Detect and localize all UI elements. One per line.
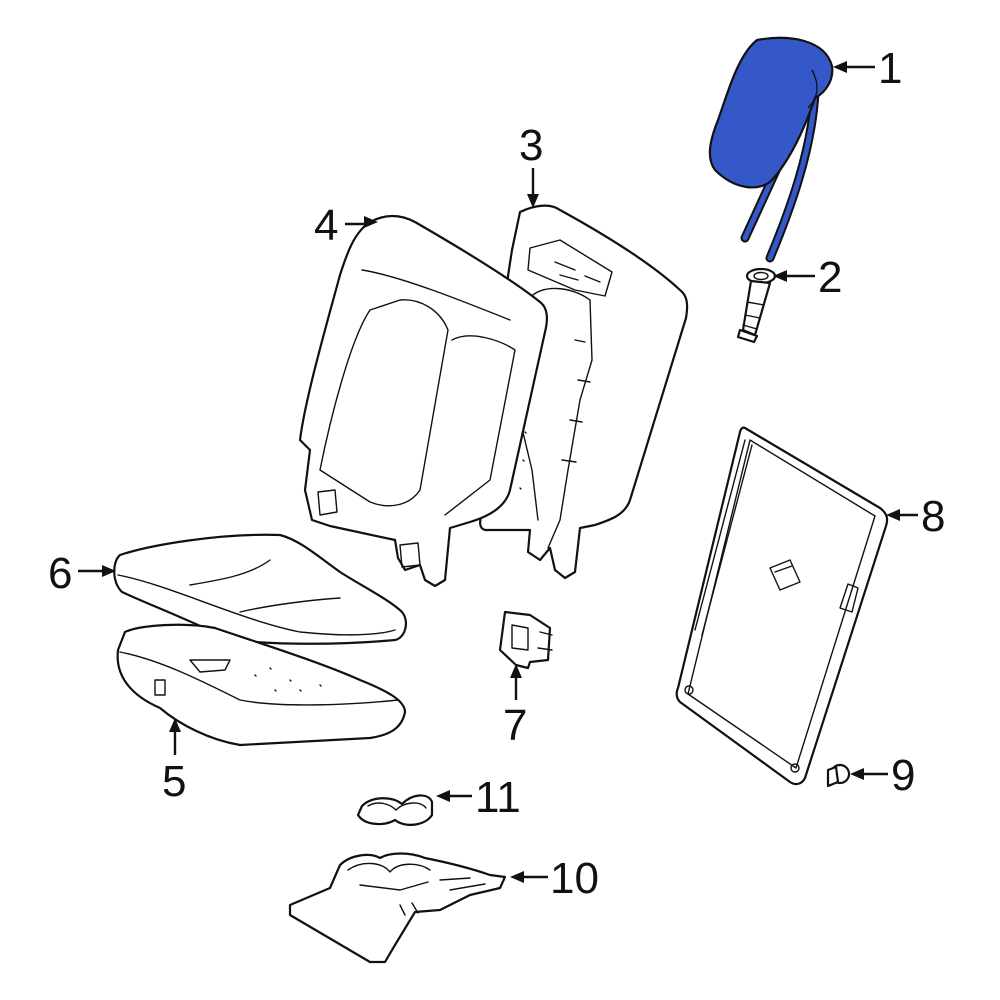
panel-outline xyxy=(675,426,889,786)
clip-stem xyxy=(826,765,840,788)
cover-panel-right xyxy=(444,335,516,516)
callout-8: 8 xyxy=(886,492,945,541)
tray-cups xyxy=(347,862,431,891)
cover-outline xyxy=(298,214,548,588)
callout-label-3: 3 xyxy=(519,121,543,170)
cushion-pad-top-edge xyxy=(119,651,399,706)
part-4-seatback-cover[interactable] xyxy=(298,214,548,588)
headrest-seam xyxy=(807,69,818,109)
callout-2: 2 xyxy=(773,253,842,302)
cushion-cover-seam xyxy=(117,574,396,636)
part-11-cupholder-insert[interactable] xyxy=(356,794,434,826)
part-2-headrest-guide[interactable] xyxy=(736,267,777,344)
cushion-cover-outline xyxy=(113,533,408,645)
cover-seam-top xyxy=(361,269,511,321)
panel-clip-side xyxy=(839,583,859,613)
callout-label-6: 6 xyxy=(48,549,72,598)
cover-slot-left xyxy=(317,489,338,516)
frame-top-bracket xyxy=(527,239,613,297)
callout-11: 11 xyxy=(436,773,521,822)
callout-label-9: 9 xyxy=(891,751,915,800)
part-1-headrest[interactable] xyxy=(708,36,834,263)
arrowhead-2 xyxy=(773,270,787,282)
callout-label-10: 10 xyxy=(550,854,599,903)
callout-label-11: 11 xyxy=(475,773,521,822)
guide-body xyxy=(741,279,772,337)
arrowhead-3 xyxy=(527,194,539,208)
callout-4: 4 xyxy=(314,201,378,250)
frame-wire-ticks xyxy=(561,339,591,463)
insert-inner xyxy=(367,802,427,811)
callout-5: 5 xyxy=(162,718,186,806)
arrowhead-5 xyxy=(169,718,181,732)
frame-holes xyxy=(519,409,529,490)
callout-6: 6 xyxy=(48,549,116,598)
panel-left-lip xyxy=(694,439,753,636)
part-8-back-panel[interactable] xyxy=(675,426,889,786)
part-6-cushion-cover[interactable] xyxy=(113,533,408,645)
callout-9: 9 xyxy=(850,751,915,800)
arrowhead-9 xyxy=(850,768,864,780)
bracket-window xyxy=(511,624,529,651)
headrest-post-right-fill xyxy=(767,89,818,261)
arrowhead-6 xyxy=(102,565,116,577)
bracket-body xyxy=(498,610,552,670)
cushion-pad-bracket xyxy=(154,659,231,696)
callout-label-8: 8 xyxy=(921,492,945,541)
tray-ribs xyxy=(399,877,486,916)
arrowhead-1 xyxy=(833,61,847,73)
part-9-clip[interactable] xyxy=(826,763,851,788)
guide-ribs xyxy=(742,301,765,330)
frame-bracket-slots xyxy=(554,261,601,283)
insert-outline xyxy=(356,794,434,826)
callout-7: 7 xyxy=(503,664,527,750)
arrowhead-7 xyxy=(510,664,522,678)
cushion-cover-crease xyxy=(189,559,341,613)
part-5-cushion-pad[interactable] xyxy=(116,623,407,747)
callout-label-1: 1 xyxy=(878,44,902,93)
arrowhead-4 xyxy=(364,216,378,228)
callout-label-7: 7 xyxy=(503,701,527,750)
arrowhead-8 xyxy=(886,509,900,521)
callout-label-5: 5 xyxy=(162,757,186,806)
cushion-pad-holes xyxy=(254,667,322,692)
callout-1: 1 xyxy=(833,44,902,93)
callout-label-2: 2 xyxy=(818,253,842,302)
cover-slot-right xyxy=(399,542,421,568)
cushion-pad-outline xyxy=(116,623,407,747)
tray-outline xyxy=(288,852,507,964)
guide-cap-hole xyxy=(753,271,769,281)
arrowhead-10 xyxy=(510,871,524,883)
headrest-pad xyxy=(708,36,834,189)
callout-10: 10 xyxy=(510,854,599,903)
panel-rivet-b xyxy=(790,763,800,773)
arrowhead-11 xyxy=(436,790,450,802)
part-7-bracket[interactable] xyxy=(498,610,553,670)
callout-label-4: 4 xyxy=(314,201,338,250)
part-10-cupholder-tray[interactable] xyxy=(288,852,507,964)
callout-3: 3 xyxy=(519,121,543,208)
panel-clip-center xyxy=(769,559,801,591)
panel-rivet-a xyxy=(684,685,694,695)
bracket-tabs xyxy=(537,631,553,651)
cover-panel-left xyxy=(319,299,449,507)
guide-tip xyxy=(736,328,759,344)
